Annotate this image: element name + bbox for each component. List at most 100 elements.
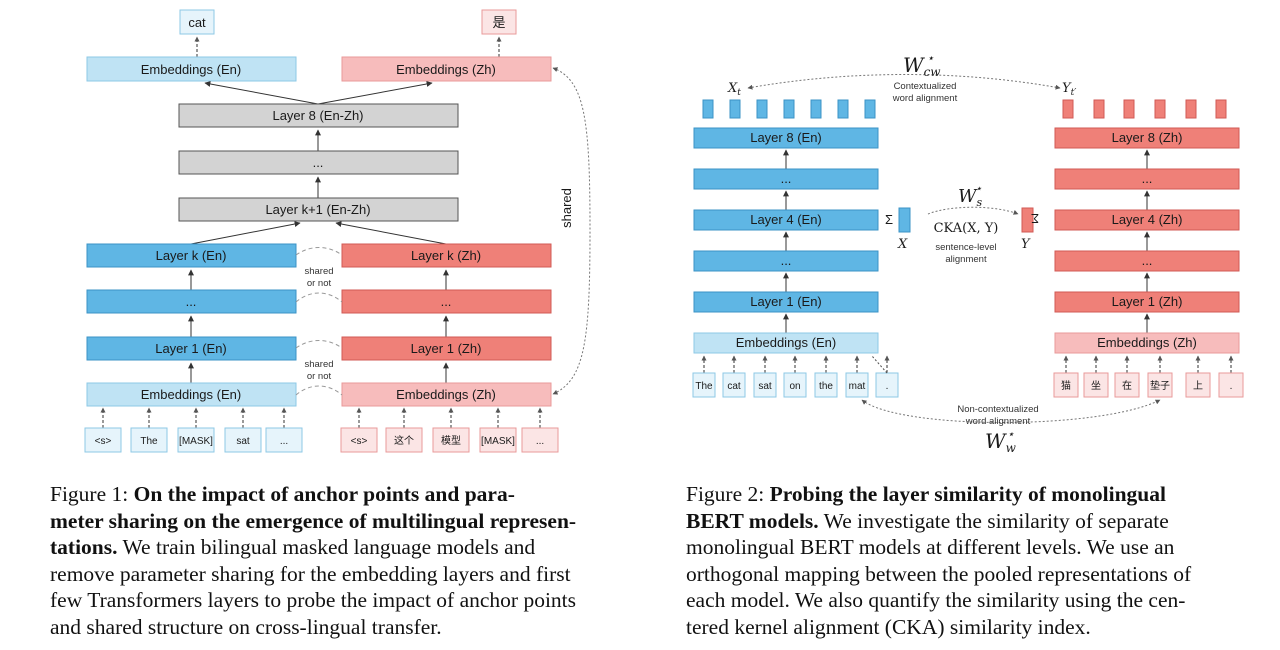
figure1-caption-segment: and shared structure on cross-lingual tr…: [50, 614, 442, 639]
fig2-non-contextualized-b: word alignment: [965, 416, 1031, 427]
fig2-en-layer8-label: Layer 8 (En): [750, 130, 822, 145]
fig2-zh-token-box: [1114, 372, 1140, 398]
figure1-caption-line: tations. We train bilingual masked langu…: [50, 534, 625, 561]
fig1-output-zh: [481, 9, 517, 35]
fig1-en-token: <s>: [95, 436, 112, 447]
fig1-zh-token-box: [385, 427, 423, 453]
fig2-en-dots-top-label: ...: [781, 171, 792, 186]
fig1-zh-token-box: [340, 427, 378, 453]
fig2-en-token-box: [692, 372, 716, 398]
fig2-y-label: Y: [1021, 237, 1031, 252]
fig2-en-token: mat: [849, 381, 866, 392]
fig2-zh-layer1-label: Layer 1 (Zh): [1112, 294, 1183, 309]
fig2-zh-embeddings-label: Embeddings (Zh): [1097, 335, 1197, 350]
fig2-en-layer1-label: Layer 1 (En): [750, 294, 822, 309]
fig2-en-token: the: [819, 381, 833, 392]
fig1-shared-or-not-2b: or not: [307, 371, 332, 382]
fig2-zh-token-box: [1218, 372, 1244, 398]
fig1-en-token-box: [224, 427, 262, 453]
fig2-zh-token: 猫: [1061, 379, 1071, 392]
figure2-caption-line: orthogonal mapping between the pooled re…: [686, 561, 1256, 588]
fig2-en-token: on: [789, 381, 800, 392]
fig1-output-en-label: cat: [188, 15, 206, 30]
fig2-zh-rep: [1185, 99, 1197, 119]
fig2-en-token-box: [814, 372, 838, 398]
fig2-sigma-right: Σ: [1031, 211, 1039, 226]
figure2-caption-segment: orthogonal mapping between the pooled re…: [686, 561, 1192, 586]
figure1-caption-segment: few Transformers layers to probe the imp…: [50, 588, 577, 612]
figure1-caption-line: few Transformers layers to probe the imp…: [50, 587, 625, 614]
fig2-zh-layer1: [1054, 291, 1240, 313]
figure2-caption-segment: tered kernel alignment (CKA) similarity …: [686, 614, 1091, 639]
fig2-en-dots-top: [693, 168, 879, 190]
figure1-caption-segment: We train bilingual masked language model…: [117, 535, 536, 559]
fig2-zh-embeddings: [1054, 332, 1240, 354]
fig2-zh-token-box: [1147, 372, 1173, 398]
fig2-zh-rep: [1215, 99, 1227, 119]
fig1-en-token: The: [140, 436, 158, 447]
fig1-zh-token-box: [521, 427, 559, 453]
fig2-en-token-box: [783, 372, 807, 398]
fig2-zh-token-box: [1053, 372, 1079, 398]
fig1-top-embeddings-zh: [341, 56, 552, 82]
figure1-caption-line: meter sharing on the emergence of multil…: [50, 508, 625, 535]
fig1-zh-token: [MASK]: [481, 436, 515, 447]
fig2-sentence-level-b: alignment: [945, 254, 987, 265]
fig1-en-token-box: [84, 427, 122, 453]
fig1-shared-or-not-1b: or not: [307, 278, 332, 289]
fig1-top-embeddings-en: [86, 56, 297, 82]
fig1-zh-token-box: [479, 427, 517, 453]
fig2-zh-token: 上: [1193, 380, 1203, 392]
fig1-shared-layer-top-label: Layer 8 (En-Zh): [272, 108, 363, 123]
figure2-caption-line: each model. We also quantify the similar…: [686, 587, 1256, 614]
fig2-en-layer1: [693, 291, 879, 313]
fig2-en-rep: [729, 99, 741, 119]
fig2-en-token: The: [695, 381, 713, 392]
fig2-zh-token: 在: [1122, 380, 1132, 392]
fig1-en-layer-1: [86, 336, 297, 361]
fig2-zh-layer8: [1054, 127, 1240, 149]
fig2-en-token: sat: [758, 381, 772, 392]
fig1-shared-layer-middle-label: ...: [313, 155, 324, 170]
fig1-zh-layer-1-label: Layer 1 (Zh): [411, 341, 482, 356]
fig1-shared-layer-bottom-label: Layer k+1 (En-Zh): [265, 202, 370, 217]
fig2-zh-rep: [1154, 99, 1166, 119]
figure2-caption-segment: We investigate the similarity of separat…: [818, 508, 1169, 533]
fig2-zh-layer4: [1054, 209, 1240, 231]
fig1-zh-layer-k: [341, 243, 552, 268]
figure2-diagram: Wcw⋆ Contextualized word alignment Xt Yt…: [692, 51, 1244, 455]
figure2-caption-segment: Probing the layer similarity of monoling…: [769, 482, 1166, 506]
fig2-zh-dots-top: [1054, 168, 1240, 190]
figure2-caption-segment: each model. We also quantify the similar…: [686, 588, 1186, 612]
fig2-en-layer4-label: Layer 4 (En): [750, 212, 822, 227]
fig2-sentence-level-a: sentence-level: [935, 242, 996, 253]
fig1-shared-layer-middle: [178, 150, 459, 175]
fig2-pooled-en: [898, 207, 911, 233]
fig1-top-embeddings-en-label: Embeddings (En): [141, 62, 241, 77]
fig2-cka: CKA(X, Y): [934, 221, 999, 236]
fig2-zh-dots-bottom-label: ...: [1142, 253, 1153, 268]
fig2-en-token: cat: [727, 381, 741, 392]
figure2-caption-line: tered kernel alignment (CKA) similarity …: [686, 614, 1256, 641]
fig1-en-layer-1-label: Layer 1 (En): [155, 341, 227, 356]
fig2-sigma-left: Σ: [885, 212, 893, 227]
fig2-en-dots-bottom: [693, 250, 879, 272]
fig2-en-rep: [810, 99, 822, 119]
fig2-en-reps: [702, 99, 876, 119]
fig1-en-token-box: [130, 427, 168, 453]
fig2-en-dots-bottom-label: ...: [781, 253, 792, 268]
fig1-shared-layer-top: [178, 103, 459, 128]
fig2-en-stack: Layer 8 (En) ... Layer 4 (En) ... Layer …: [693, 127, 879, 354]
fig2-zh-rep: [1123, 99, 1135, 119]
fig1-en-tokens: <s>The[MASK]sat...: [84, 407, 303, 453]
fig2-w-w: Ww⋆: [985, 427, 1017, 455]
fig2-zh-rep: [1062, 99, 1074, 119]
fig1-en-embeddings-label: Embeddings (En): [141, 387, 241, 402]
figure1-caption-segment: tations.: [50, 535, 118, 559]
fig2-contextualized-a: Contextualized: [894, 81, 957, 92]
fig2-zh-token: 垫子: [1150, 379, 1170, 392]
fig2-zh-dots-bottom: [1054, 250, 1240, 272]
figure1-caption-segment: Figure 1:: [50, 482, 134, 506]
